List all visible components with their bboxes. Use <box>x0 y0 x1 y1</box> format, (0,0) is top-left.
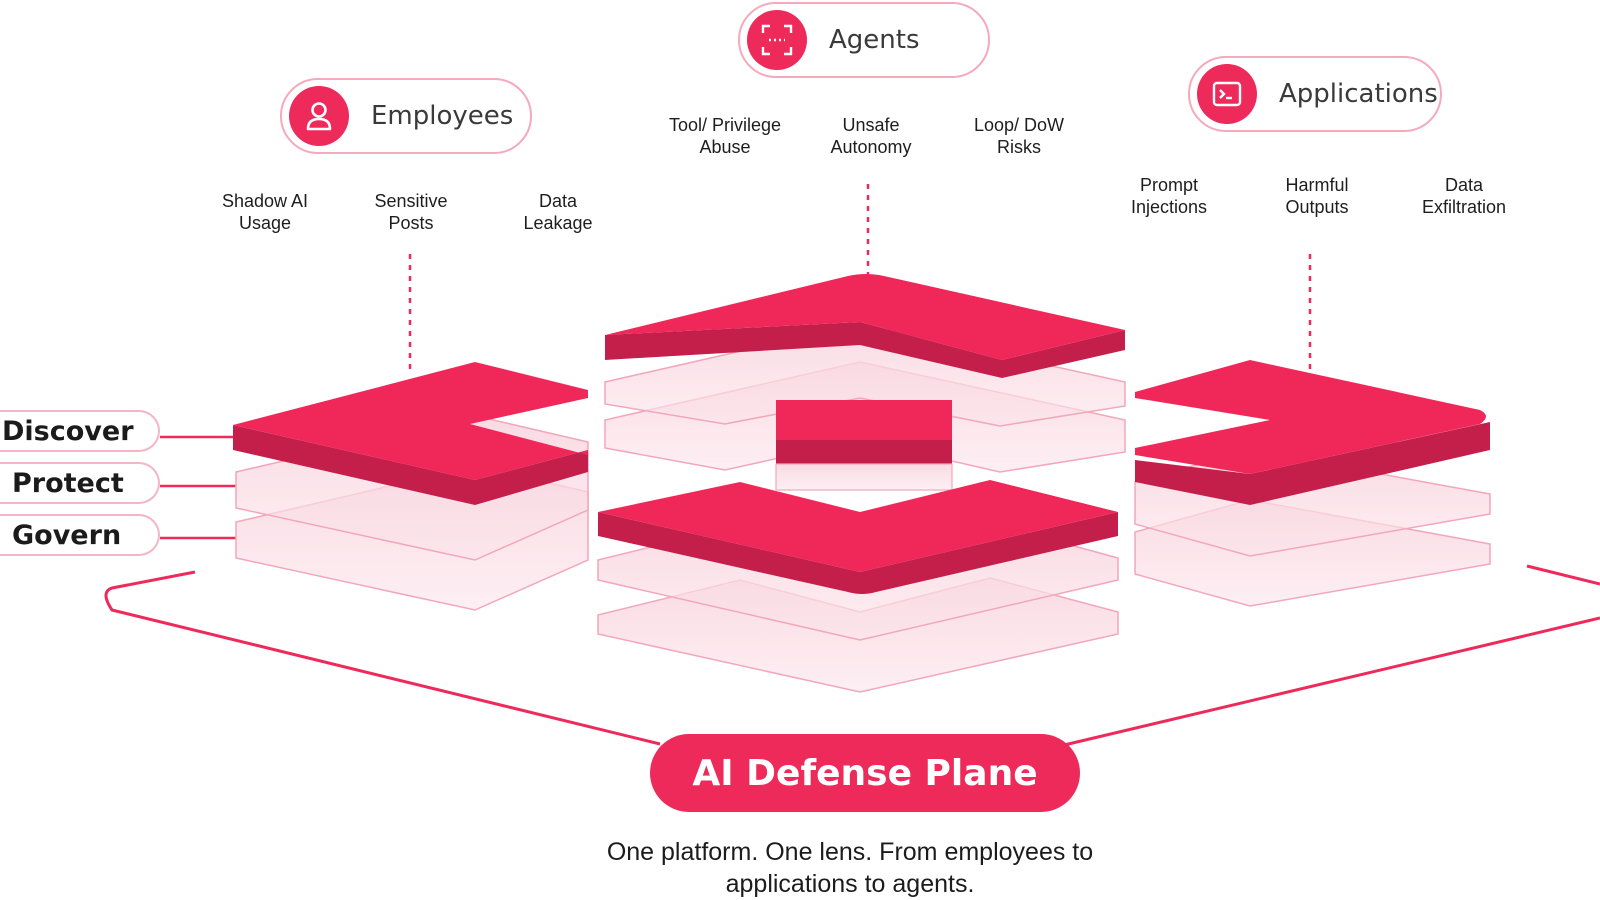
agents-label: Agents <box>829 25 920 55</box>
dotted-leaders <box>408 184 1312 374</box>
layer-discover[interactable]: Discover <box>0 410 160 452</box>
agents-slab-side <box>605 322 1125 378</box>
applications-block <box>1134 360 1491 607</box>
applications-slab-top <box>1135 360 1486 474</box>
layer-protect[interactable]: Protect <box>0 462 160 504</box>
agent-scan-icon <box>747 10 807 70</box>
employees-label: Employees <box>371 101 514 131</box>
employees-block <box>233 362 589 611</box>
applications-label: Applications <box>1279 79 1438 109</box>
agents-slab-top <box>605 274 1125 360</box>
bottom-chevron-block <box>597 480 1119 693</box>
layer-govern[interactable]: Govern <box>0 514 160 556</box>
terminal-icon <box>1197 64 1257 124</box>
bottom-slab-top <box>598 480 1118 572</box>
employees-slab-top <box>233 362 588 480</box>
connector-lines <box>104 564 1600 748</box>
user-icon <box>289 86 349 146</box>
layer-label: Protect <box>12 467 124 499</box>
layer-connectors <box>160 435 236 540</box>
applications-pill[interactable]: Applications <box>1188 56 1442 132</box>
center-cube <box>775 400 953 491</box>
employees-slab-side <box>233 425 588 505</box>
ai-defense-plane-button[interactable]: AI Defense Plane <box>650 734 1080 812</box>
layer-label: Discover <box>2 415 134 447</box>
applications-slab-side <box>1135 422 1490 505</box>
tagline: One platform. One lens. From employees t… <box>606 838 1094 898</box>
employees-pill[interactable]: Employees <box>280 78 532 154</box>
layer-label: Govern <box>12 519 122 551</box>
bottom-slab-side <box>598 512 1118 594</box>
agents-pill[interactable]: Agents <box>738 2 990 78</box>
